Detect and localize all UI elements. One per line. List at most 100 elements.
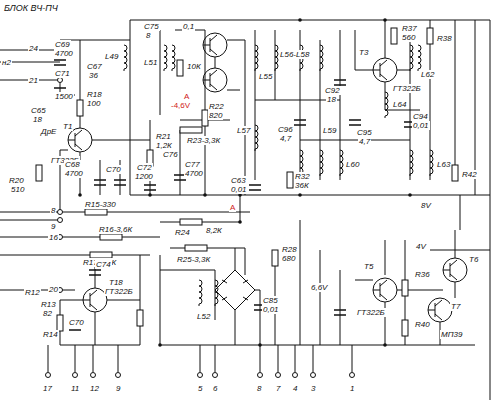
resistor-symbol [402, 280, 408, 296]
component-label: 36 [88, 71, 99, 80]
wire [160, 30, 245, 195]
component-label: -4,6V [170, 101, 191, 110]
junction-dot [158, 343, 162, 347]
coil-symbol [172, 45, 175, 71]
component-label: R23-3,3К [186, 136, 221, 145]
component-label: 8V [420, 201, 432, 210]
component-label: R21 [155, 132, 172, 141]
coil-symbol [320, 45, 323, 71]
component-label: 18 [32, 115, 43, 124]
capacitor-symbol [89, 270, 101, 275]
component-label: C70 [68, 318, 85, 327]
component-label: R16-3,6К [98, 225, 133, 234]
junction-dot [258, 343, 262, 347]
component-label: 16 [48, 233, 59, 242]
component-label: L49 [104, 52, 119, 61]
component-label: 0,01 [412, 121, 430, 130]
component-label: R36 [414, 270, 431, 279]
component-label: 1,2К [155, 141, 173, 150]
resistor-symbol [287, 172, 293, 188]
component-label: T7 [450, 302, 461, 311]
wire [48, 345, 352, 372]
diode-bridge [215, 270, 255, 310]
resistor-symbol [57, 315, 63, 331]
component-label: R18 [86, 90, 103, 99]
coil-symbol [410, 45, 413, 71]
component-label: 4V [415, 242, 427, 251]
component-label: C75 [143, 22, 160, 31]
component-label: 4700 [54, 49, 74, 58]
component-label: 1 [349, 384, 355, 393]
capacitor-symbol [114, 180, 126, 185]
component-label: C68 [64, 160, 81, 169]
component-label: 7 [275, 384, 281, 393]
component-label: L64 [392, 100, 407, 109]
coil-symbol [164, 45, 167, 71]
terminal [46, 48, 355, 378]
coil-symbol [340, 150, 343, 176]
component-label: 17 [42, 384, 53, 393]
capacitor-symbol [144, 185, 156, 190]
wire [255, 20, 490, 400]
component-label: 4700 [64, 169, 84, 178]
junction-dot [148, 193, 152, 197]
terminal [293, 373, 298, 378]
component-label: ГТ322Б [356, 308, 386, 317]
component-label: 1500 [54, 92, 74, 101]
transistor-symbol [68, 130, 82, 150]
component-label: 8 [50, 206, 56, 215]
component-label: 6,6V [310, 283, 328, 292]
component-label: L59 [322, 126, 337, 135]
terminal [311, 373, 316, 378]
component-label: C69 [54, 40, 71, 49]
resistor-symbol [36, 165, 42, 181]
component-label: ГТ322Б [392, 84, 422, 93]
component-label: 82 [42, 309, 53, 318]
component-label: 21 [28, 76, 39, 85]
resistor-symbol [137, 310, 143, 326]
component-label: T3 [358, 48, 369, 57]
component-label: МП39 [440, 330, 463, 339]
component-label: C67 [86, 62, 103, 71]
component-label: 0,01 [230, 185, 248, 194]
component-label: C85 [262, 296, 279, 305]
transistor-symbol [68, 33, 467, 322]
component-label: C71 [54, 69, 71, 78]
capacitor-symbol [294, 120, 306, 125]
transistor-symbol [83, 290, 97, 310]
transistor-symbol [443, 258, 467, 282]
component-label: L62 [420, 70, 435, 79]
junction-dot [78, 18, 412, 347]
component-label: R38 [436, 34, 453, 43]
transistor-symbol [203, 35, 217, 55]
component-label: 4 [292, 384, 298, 393]
horizontal-resistor [180, 127, 202, 133]
transistor-symbol [373, 58, 397, 82]
component-label: A [183, 92, 190, 101]
horizontal-resistor [85, 127, 207, 258]
component-label: L51 [143, 58, 158, 67]
coil-symbol [385, 92, 388, 118]
junction-dot [408, 193, 412, 197]
horizontal-resistor [100, 234, 122, 240]
component-label: 0,1 [182, 22, 195, 31]
component-label: 20 [48, 285, 59, 294]
transistor-symbol [68, 128, 92, 152]
resistor-symbol [391, 28, 397, 44]
component-label: 510 [10, 185, 25, 194]
terminal [91, 373, 96, 378]
component-label: 560 [401, 33, 416, 42]
component-label: C96 [277, 125, 294, 134]
component-label: R28 [281, 245, 298, 254]
resistor-symbol [77, 100, 83, 116]
component-label: 820 [208, 111, 223, 120]
component-label: C65 [30, 106, 47, 115]
component-label: C77 [184, 160, 201, 169]
component-label: C72 [136, 163, 153, 172]
resistor-symbol [272, 250, 278, 266]
transistor-symbol [443, 260, 457, 280]
component-label: L52 [196, 312, 211, 321]
component-label: R12 [24, 288, 41, 297]
coil-symbol [255, 125, 258, 151]
component-label: T1 [62, 122, 73, 131]
